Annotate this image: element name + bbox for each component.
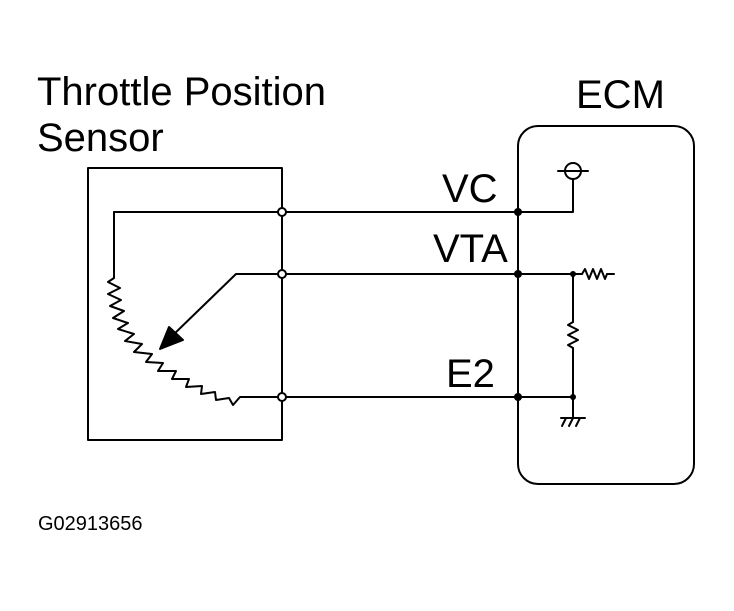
sensor-terminal-e2: [277, 392, 287, 402]
sensor-resistor-arc: [107, 277, 249, 406]
ground-tick-1: [561, 417, 567, 427]
e2-wire: [281, 396, 574, 419]
ground-tick-3: [575, 417, 581, 427]
ecm-junction-vc: [514, 208, 522, 216]
figure-code: G02913656: [38, 513, 143, 535]
ecm-box: [517, 125, 695, 485]
vta-series-resistor: [581, 268, 615, 280]
signal-label-e2: E2: [446, 352, 495, 396]
ecm-junction-vta: [514, 270, 522, 278]
sensor-title-line1: Throttle Position: [37, 70, 326, 114]
ground-tick-2: [568, 417, 574, 427]
sensor-housing: [87, 167, 283, 441]
ecm-junction-e2: [514, 393, 522, 401]
signal-label-vta: VTA: [433, 227, 508, 271]
sensor-terminal-vta: [277, 269, 287, 279]
vc-wire: [113, 178, 574, 213]
signal-label-vc: VC: [442, 167, 498, 211]
vta-shunt-resistor: [567, 321, 579, 349]
sensor-title-line2: Sensor: [37, 116, 164, 160]
vta-wiper-wire: [171, 273, 519, 337]
sensor-terminal-vc: [277, 207, 287, 217]
internal-node-vta: [570, 271, 576, 277]
internal-node-e2: [570, 394, 576, 400]
ecm-label: ECM: [576, 73, 665, 117]
wiper-arrowhead: [159, 326, 184, 350]
